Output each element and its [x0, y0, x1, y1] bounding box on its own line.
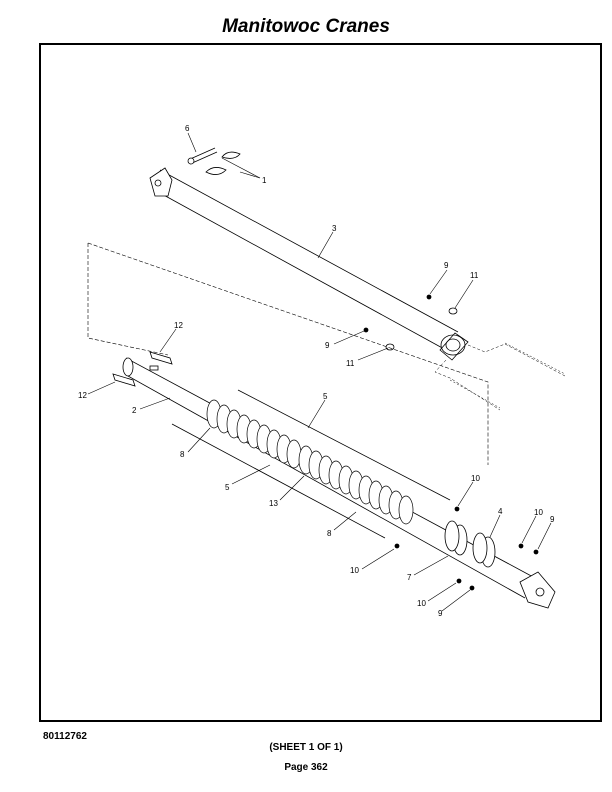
callout-5: 5 [225, 483, 230, 492]
callout-4: 4 [498, 507, 503, 516]
callout-8: 8 [327, 529, 332, 538]
callout-10: 10 [417, 599, 426, 608]
drawing-frame [39, 43, 602, 722]
page-title: Manitowoc Cranes [222, 16, 390, 37]
clip-part-1 [205, 151, 241, 175]
nut-part-9 [426, 294, 432, 300]
callout-1: 1 [262, 176, 267, 185]
callout-2: 2 [132, 406, 137, 415]
washer-part-11-lower [385, 343, 395, 351]
dashed-assembly-outline [87, 243, 169, 356]
label-decal-part-12-left [112, 373, 136, 387]
callout-9: 9 [438, 609, 443, 618]
callout-11: 11 [470, 271, 479, 280]
label-decal-part-12 [149, 351, 173, 365]
callout-8: 8 [180, 450, 185, 459]
washer-part-11 [448, 307, 458, 315]
callout-10: 10 [534, 508, 543, 517]
spring-part-8 [206, 399, 414, 525]
collar-part-4 [472, 532, 496, 568]
end-fitting [519, 571, 556, 609]
callout-12: 12 [174, 321, 183, 330]
callout-10: 10 [350, 566, 359, 575]
callout-7: 7 [407, 573, 412, 582]
rod-part-5-lower [171, 423, 386, 539]
callout-11: 11 [346, 359, 355, 368]
page-number: Page 362 [284, 762, 328, 773]
upper-tube-part-3 [149, 167, 469, 361]
nut-part-9-lower [363, 327, 369, 333]
callout-13: 13 [269, 499, 278, 508]
collar-part-7 [444, 520, 468, 556]
callout-9: 9 [550, 515, 555, 524]
callout-12: 12 [78, 391, 87, 400]
callout-3: 3 [332, 224, 337, 233]
rod-part-5-upper [237, 389, 451, 501]
document-number: 80112762 [43, 731, 87, 742]
callout-9: 9 [325, 341, 330, 350]
callout-6: 6 [185, 124, 190, 133]
pin-part-6 [187, 147, 218, 165]
sheet-indicator: (SHEET 1 OF 1) [269, 742, 343, 753]
callout-5: 5 [323, 392, 328, 401]
callout-10: 10 [471, 474, 480, 483]
callout-9: 9 [444, 261, 449, 270]
dashed-assembly-outline-right [87, 242, 489, 465]
